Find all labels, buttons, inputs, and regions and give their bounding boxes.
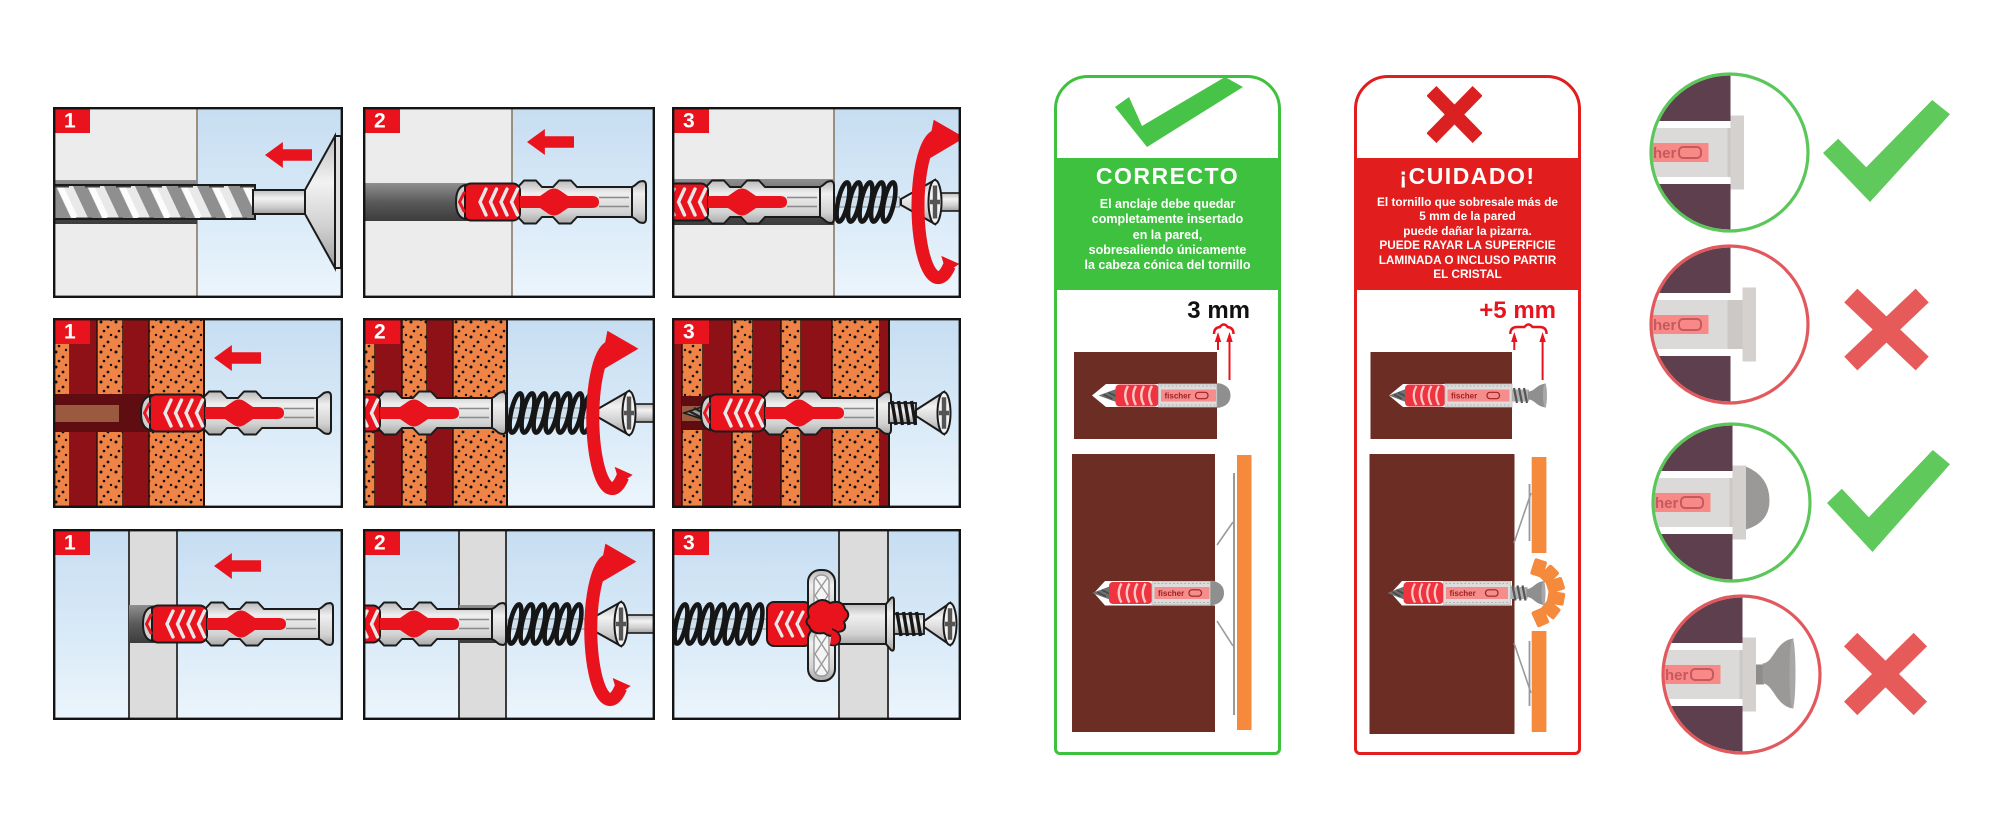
svg-text:her: her — [1653, 317, 1677, 334]
svg-text:2: 2 — [374, 110, 386, 133]
svg-text:1: 1 — [64, 110, 76, 133]
svg-text:2: 2 — [374, 321, 386, 344]
svg-text:+5 mm: +5 mm — [1479, 297, 1556, 324]
svg-text:her: her — [1653, 145, 1677, 162]
svg-text:1: 1 — [64, 321, 76, 344]
svg-text:fischer: fischer — [1451, 392, 1477, 401]
svg-text:fischer: fischer — [1165, 392, 1191, 401]
svg-text:her: her — [1665, 667, 1689, 684]
svg-text:1: 1 — [64, 532, 76, 555]
svg-text:3: 3 — [683, 532, 695, 555]
svg-text:fischer: fischer — [1158, 589, 1184, 598]
svg-text:her: her — [1655, 495, 1679, 512]
svg-text:fischer: fischer — [1450, 589, 1476, 598]
svg-text:3: 3 — [683, 110, 695, 133]
svg-text:3 mm: 3 mm — [1187, 297, 1250, 324]
svg-text:3: 3 — [683, 321, 695, 344]
svg-text:2: 2 — [374, 532, 386, 555]
